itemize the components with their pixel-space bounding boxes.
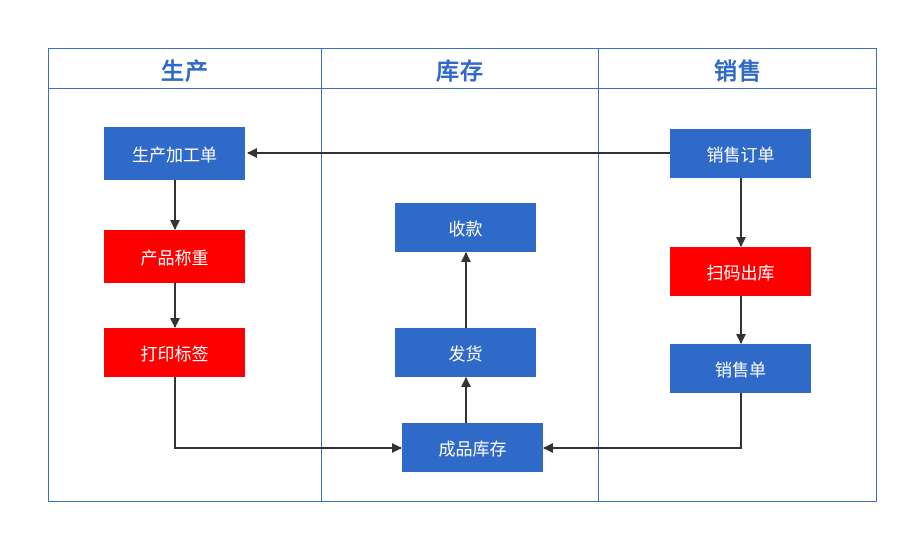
lane-title-inventory: 库存 — [436, 58, 484, 85]
edge-print-label-to-finished-inventory — [174, 377, 402, 453]
node-sales-order: 销售订单 — [670, 129, 811, 178]
node-production-order: 生产加工单 — [104, 127, 245, 180]
edge-sales-slip-to-finished-inventory — [543, 393, 742, 453]
node-product-weighing: 产品称重 — [104, 230, 245, 283]
node-scan-outbound: 扫码出库 — [670, 247, 811, 296]
swimlane-frame — [48, 48, 877, 502]
lane-divider-2 — [598, 48, 599, 502]
lane-title-sales: 销售 — [714, 58, 762, 85]
node-shipping: 发货 — [395, 328, 536, 377]
node-finished-inventory: 成品库存 — [402, 423, 543, 472]
node-payment: 收款 — [395, 203, 536, 252]
lane-divider-1 — [321, 48, 322, 502]
lane-title-production: 生产 — [161, 58, 209, 85]
node-print-label: 打印标签 — [104, 328, 245, 377]
header-divider — [48, 88, 877, 89]
node-sales-slip: 销售单 — [670, 344, 811, 393]
